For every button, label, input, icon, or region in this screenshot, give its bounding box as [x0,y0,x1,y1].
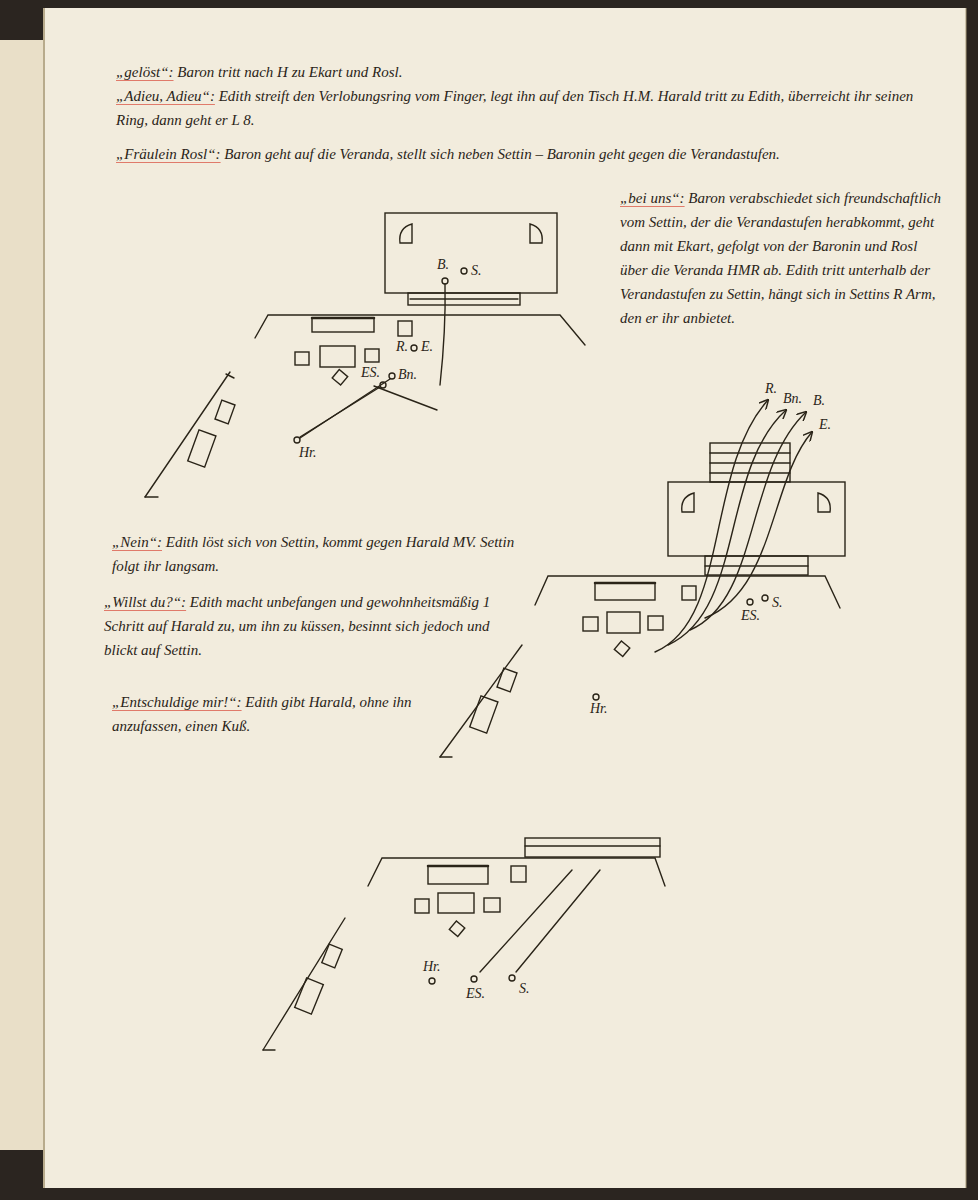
actor-mark: B. [812,394,826,408]
actor-mark: Hr. [589,702,609,716]
actor-mark: B. [436,258,450,272]
stage-direction: Baron tritt nach H zu Ekart und Rosl. [177,64,402,80]
cue-word: „Entschuldige mir!“: [112,694,242,710]
stage-direction: Edith löst sich von Settin, kommt gegen … [112,534,514,574]
actor-mark: ES. [465,987,486,1001]
cue-word: „Willst du?“: [104,594,186,610]
cue-word: „Nein“: [112,534,162,550]
cue-paragraph: „Nein“: Edith löst sich von Settin, komm… [112,530,537,578]
actor-mark: R. [395,340,409,354]
actor-mark: ES. [740,609,761,623]
cue-paragraph: „Fräulein Rosl“: Baron geht auf die Vera… [116,142,916,166]
cue-paragraph: „Entschuldige mir!“: Edith gibt Harald, … [112,690,447,738]
actor-mark: Bn. [782,392,803,406]
actor-mark: Bn. [397,368,418,382]
actor-mark: R. [764,382,778,396]
stage-direction: Baron geht auf die Veranda, stellt sich … [224,146,779,162]
cue-paragraph: „gelöst“: Baron tritt nach H zu Ekart un… [116,60,936,84]
actor-mark: E. [420,340,434,354]
actor-mark: E. [818,418,832,432]
cue-paragraph: „Willst du?“: Edith macht unbefangen und… [104,590,509,662]
cue-paragraph: „bei uns“: Baron verabschiedet sich freu… [620,186,945,330]
cue-word: „Adieu, Adieu“: [116,88,215,104]
actor-mark: Hr. [298,446,318,460]
cue-paragraph: „Adieu, Adieu“: Edith streift den Verlob… [116,84,941,132]
stage-direction: Edith streift den Verlobungsring vom Fin… [116,88,913,128]
cue-word: „gelöst“: [116,64,174,80]
cue-word: „bei uns“: [620,190,685,206]
stage-direction: Baron verabschiedet sich freundschaftlic… [620,190,941,326]
actor-mark: S. [518,982,531,996]
actor-mark: S. [771,596,784,610]
actor-mark: Hr. [422,960,442,974]
cue-word: „Fräulein Rosl“: [116,146,221,162]
actor-mark: S. [470,264,483,278]
actor-mark: ES. [360,366,381,380]
